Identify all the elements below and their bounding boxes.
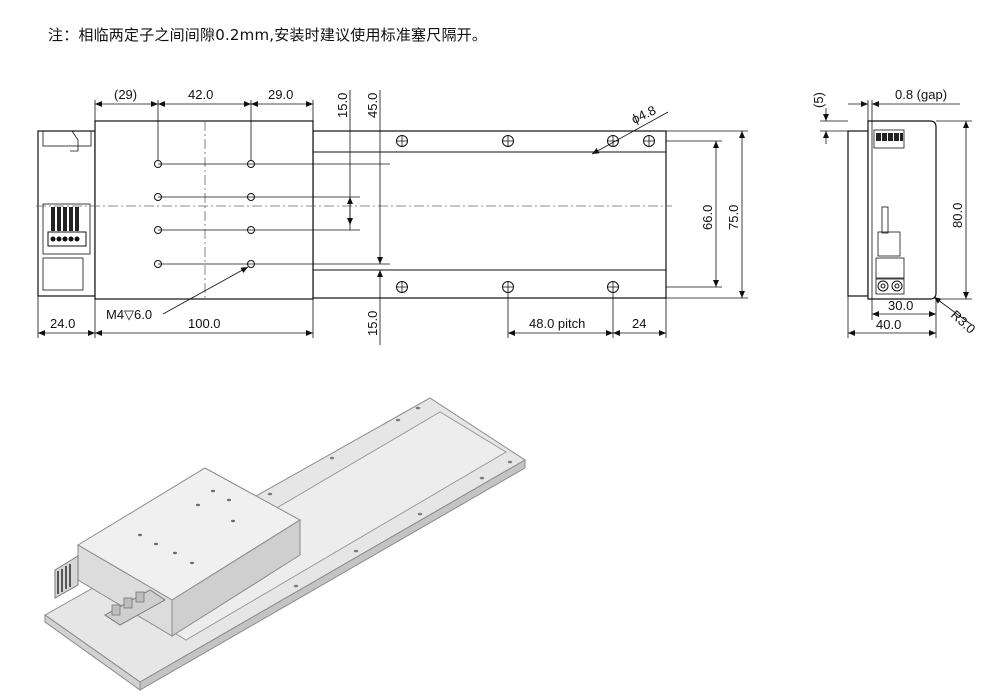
- dim-30: 30.0: [888, 298, 913, 313]
- rail-holes: [396, 135, 655, 293]
- dim-66: 66.0: [700, 205, 715, 230]
- dim-42: 42.0: [188, 87, 213, 102]
- side-view: (5) 0.8 (gap) 80.0 30.0 40.0 R3.0: [811, 87, 978, 338]
- installation-note: 注：相临两定子之间间隙0.2mm,安装时建议使用标准塞尺隔开。: [48, 26, 488, 44]
- dim-24-left: 24.0: [50, 316, 75, 331]
- iso-rail-holes: [267, 406, 513, 588]
- dim-gap: 0.8 (gap): [895, 87, 947, 102]
- isometric-view: [44, 397, 526, 691]
- dim-hole-diameter: ϕ4.8: [629, 102, 658, 126]
- dim-40: 40.0: [876, 317, 901, 332]
- dim-radius: R3.0: [948, 307, 978, 337]
- dim-75: 75.0: [726, 205, 741, 230]
- iso-mover-holes: [138, 489, 235, 565]
- dim-15-top: 15.0: [335, 93, 350, 118]
- dim-45: 45.0: [365, 93, 380, 118]
- mover-body: [94, 120, 314, 300]
- iso-connector: [54, 555, 166, 626]
- terminal-pins: [47, 207, 87, 247]
- side-stator: [847, 130, 869, 297]
- dim-15-bottom: 15.0: [365, 311, 380, 336]
- dim-5-ref: (5): [811, 92, 826, 108]
- mover-holes: [154, 160, 390, 268]
- dim-80: 80.0: [950, 203, 965, 228]
- dim-29-ref: (29): [114, 87, 137, 102]
- thread-callout: M4▽6.0: [106, 307, 152, 322]
- side-connector-icon: [875, 206, 905, 295]
- side-terminal-icon: [873, 129, 905, 149]
- front-view: (29) 42.0 29.0 15.0 45.0 ϕ4.8 66.0 75.0 …: [36, 87, 748, 345]
- dim-29: 29.0: [268, 87, 293, 102]
- dim-100: 100.0: [188, 316, 221, 331]
- side-mover: [867, 120, 937, 300]
- stator-rail: [312, 130, 667, 299]
- dim-24-right: 24: [632, 316, 646, 331]
- connector-block: [37, 130, 96, 297]
- dim-pitch: 48.0 pitch: [529, 316, 585, 331]
